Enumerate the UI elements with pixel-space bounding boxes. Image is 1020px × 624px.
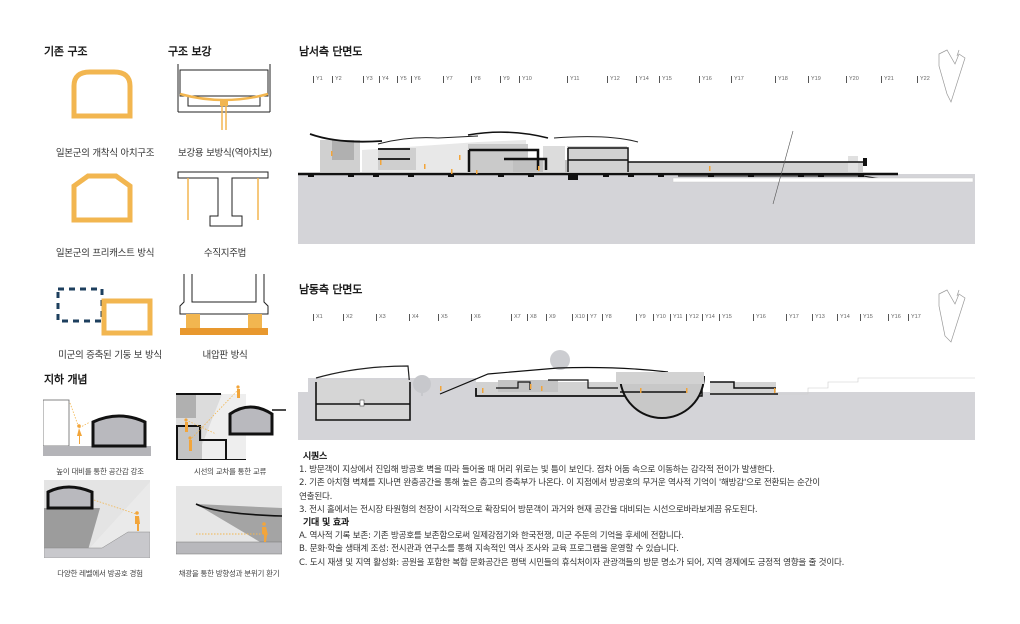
sequence-line: 2. 기존 아치형 벽체를 지나면 완충공간을 통해 높은 층고의 증축부가 나…: [299, 478, 820, 489]
grid-axis-label: Y19: [808, 76, 821, 83]
grid-axis-label: Y7: [443, 76, 453, 83]
grid-axis-label: Y15: [860, 314, 873, 321]
grid-axis-label: Y8: [602, 314, 612, 321]
grid-axis-label: Y6: [411, 76, 421, 83]
structure-caption: 보강용 보방식(역아치보): [178, 148, 272, 159]
effects-line: A. 역사적 기록 보존: 기존 방공호를 보존함으로써 일제강점기와 한국전쟁…: [299, 531, 684, 542]
grid-axis-label: X5: [438, 314, 448, 321]
structure-caption: 내압판 방식: [202, 350, 248, 361]
structure-caption: 일본군의 프리캐스트 방식: [55, 248, 155, 259]
level-experience-diagram: [44, 480, 150, 558]
grid-axis-label: Y10: [519, 76, 532, 83]
grid-axis-label: Y16: [699, 76, 712, 83]
grid-axis-label: Y15: [659, 76, 672, 83]
underground-concept-title: 지하 개념: [44, 373, 88, 386]
sequence-line: 1. 방문객이 지상에서 진입해 방공호 벽을 따라 들어올 때 머리 위로는 …: [299, 465, 775, 476]
gaze-crossing-diagram: [176, 384, 286, 460]
north-arrow-site-outline: [935, 286, 975, 346]
concept-caption: 높이 대비를 통한 공간감 강조: [56, 467, 144, 476]
southwest-grid-labels: Y1 Y2 Y3 Y4 Y5 Y6 Y7 Y8 Y9 Y10 Y11 Y12 Y14 Y15 Y16 Y17 Y…: [0, 76, 1020, 86]
grid-axis-label: Y17: [731, 76, 744, 83]
structure-caption: 일본군의 개착식 아치구조: [55, 148, 155, 159]
sequence-title: 시퀀스: [303, 452, 328, 462]
grid-axis-label: X3: [376, 314, 386, 321]
grid-axis-label: Y16: [753, 314, 766, 321]
grid-axis-label: X1: [313, 314, 323, 321]
grid-axis-label: Y21: [881, 76, 894, 83]
effects-line: C. 도시 재생 및 지역 활성화: 공원을 포함한 복합 문화공간은 평택 시…: [299, 557, 845, 568]
vertical-shoring-icon: [176, 170, 270, 230]
column-beam-extension-icon: [56, 286, 156, 336]
grid-axis-label: Y2: [332, 76, 342, 83]
grid-axis-label: Y10: [653, 314, 666, 321]
grid-axis-label: X4: [409, 314, 419, 321]
grid-axis-label: Y14: [636, 76, 649, 83]
grid-axis-label: Y9: [500, 76, 510, 83]
grid-axis-label: Y17: [908, 314, 921, 321]
grid-axis-label: Y15: [719, 314, 732, 321]
grid-axis-label: Y13: [812, 314, 825, 321]
southwest-section-drawing: [298, 126, 978, 246]
grid-axis-label: Y7: [587, 314, 597, 321]
precast-frame-icon: [70, 172, 134, 224]
height-contrast-diagram: [43, 396, 153, 456]
inverted-arch-beam-icon: [176, 62, 272, 132]
concept-caption: 다양한 레벨에서 방공호 경험: [57, 569, 143, 578]
existing-structure-title: 기존 구조: [44, 45, 88, 58]
grid-axis-label: Y18: [775, 76, 788, 83]
north-arrow-site-outline: [935, 46, 975, 106]
daylight-direction-diagram: [176, 486, 282, 556]
grid-axis-label: Y12: [686, 314, 699, 321]
grid-axis-label: Y12: [607, 76, 620, 83]
concept-caption: 시선의 교차를 통한 교류: [193, 467, 267, 476]
effects-line: B. 문화·학술 생태계 조성: 전시관과 연구소를 통해 지속적인 역사 조사…: [299, 544, 679, 555]
grid-axis-label: Y14: [702, 314, 715, 321]
grid-axis-label: Y9: [636, 314, 646, 321]
grid-axis-label: X7: [511, 314, 521, 321]
southwest-section-title: 남서측 단면도: [299, 45, 363, 58]
grid-axis-label: Y17: [786, 314, 799, 321]
southeast-section-drawing: [298, 342, 978, 442]
grid-axis-label: Y11: [670, 314, 682, 321]
grid-axis-label: Y16: [888, 314, 901, 321]
grid-axis-label: Y14: [837, 314, 850, 321]
concept-caption: 채광을 통한 방향성과 분위기 환기: [178, 569, 280, 578]
grid-axis-label: Y22: [917, 76, 930, 83]
grid-axis-label: Y3: [363, 76, 373, 83]
pressure-plate-icon: [178, 272, 270, 336]
arch-tunnel-icon: [70, 68, 134, 120]
grid-axis-label: Y4: [379, 76, 389, 83]
grid-axis-label: Y11: [567, 76, 579, 83]
grid-axis-label: X6: [471, 314, 481, 321]
description-block: 시퀀스 1. 방문객이 지상에서 진입해 방공호 벽을 따라 들어올 때 머리 …: [299, 451, 989, 570]
grid-axis-label: X2: [343, 314, 353, 321]
southeast-section-title: 남동측 단면도: [299, 283, 363, 296]
grid-axis-label: Y20: [846, 76, 859, 83]
grid-axis-label: X9: [546, 314, 556, 321]
sequence-line: 연출된다.: [299, 491, 333, 502]
grid-axis-label: X10: [572, 314, 585, 321]
structure-caption: 미군의 증축된 기둥 보 방식: [58, 350, 162, 361]
effects-title: 기대 및 효과: [303, 518, 349, 529]
grid-axis-label: Y8: [471, 76, 481, 83]
grid-axis-label: X8: [527, 314, 537, 321]
grid-axis-label: Y1: [313, 76, 323, 83]
sequence-line: 3. 전시 홀에서는 전시장 타원형의 천장이 시각적으로 확장되어 방문객이 …: [299, 504, 758, 515]
reinforcement-title: 구조 보강: [168, 45, 212, 58]
grid-axis-label: Y5: [397, 76, 407, 83]
structure-caption: 수직지주법: [203, 248, 247, 259]
